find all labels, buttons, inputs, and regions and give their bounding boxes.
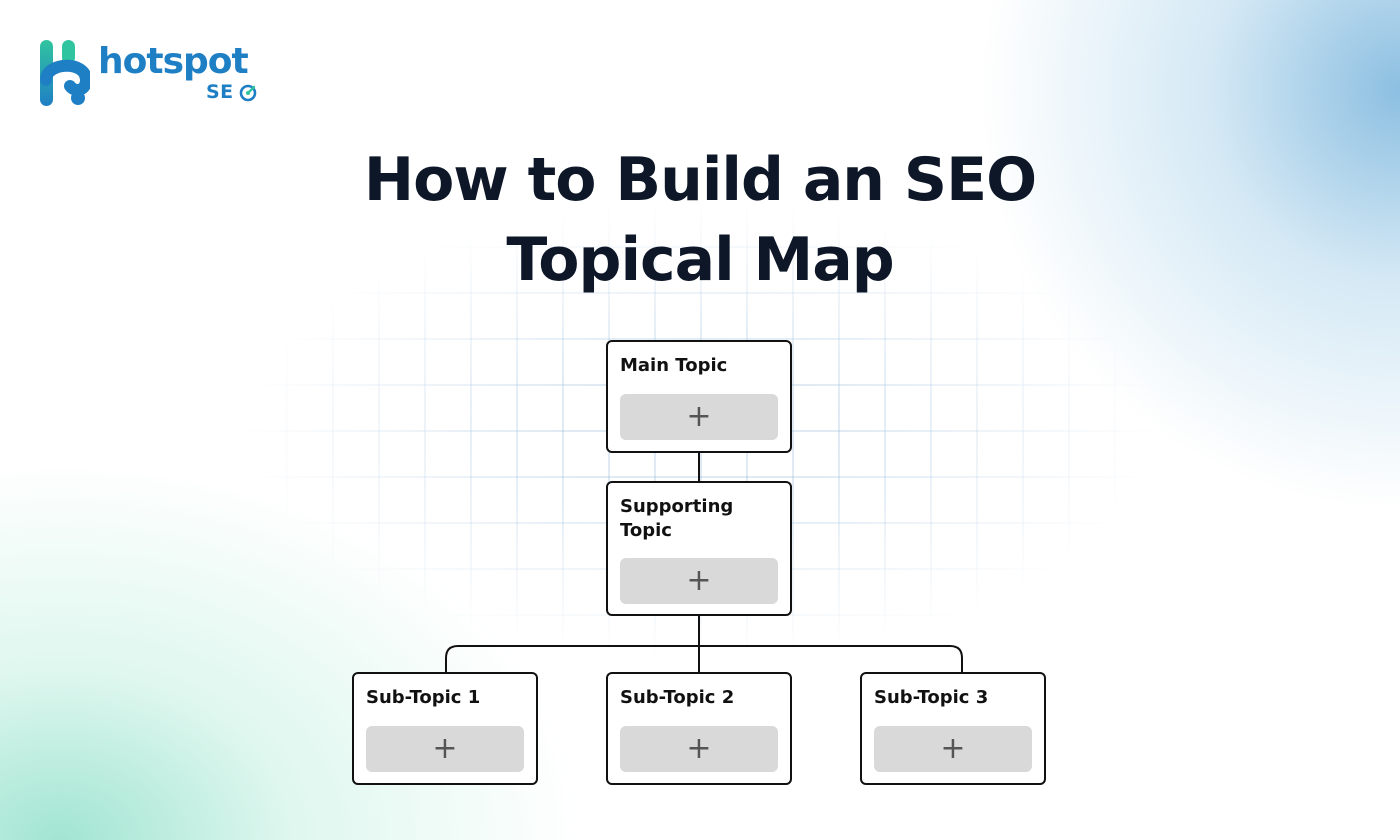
plus-icon: + xyxy=(940,731,966,766)
brand-h-logo-icon xyxy=(40,40,90,106)
sub-topic-add-button[interactable]: + xyxy=(620,726,778,772)
globe-o-icon xyxy=(239,84,257,102)
sub-topic-label: Sub-Topic 2 xyxy=(620,687,735,708)
sub-topic-label: Sub-Topic 3 xyxy=(874,687,989,708)
plus-icon: + xyxy=(686,399,712,434)
main-topic-label: Main Topic xyxy=(620,355,728,376)
plus-icon: + xyxy=(686,563,712,598)
plus-icon: + xyxy=(432,731,458,766)
main-topic-node: Main Topic + xyxy=(606,340,792,453)
title-line-2: Topical Map xyxy=(506,225,894,295)
brand-logo: hotspot SE xyxy=(40,40,260,108)
supporting-topic-label: Supporting Topic xyxy=(620,496,734,541)
title-line-1: How to Build an SEO xyxy=(363,145,1037,215)
plus-icon: + xyxy=(686,731,712,766)
sub-topic-label: Sub-Topic 1 xyxy=(366,687,481,708)
connector-branch-horizontal xyxy=(445,645,963,672)
main-topic-add-button[interactable]: + xyxy=(620,394,778,440)
sub-topic-node-3: Sub-Topic 3 + xyxy=(860,672,1046,785)
sub-topic-add-button[interactable]: + xyxy=(874,726,1032,772)
sub-topic-node-1: Sub-Topic 1 + xyxy=(352,672,538,785)
sub-topic-node-2: Sub-Topic 2 + xyxy=(606,672,792,785)
supporting-topic-node: Supporting Topic + xyxy=(606,481,792,616)
brand-sub-wordmark: SE xyxy=(206,81,234,103)
page-title: How to Build an SEO Topical Map xyxy=(200,140,1200,300)
sub-topic-add-button[interactable]: + xyxy=(366,726,524,772)
supporting-topic-add-button[interactable]: + xyxy=(620,558,778,604)
brand-wordmark: hotspot xyxy=(98,41,249,82)
